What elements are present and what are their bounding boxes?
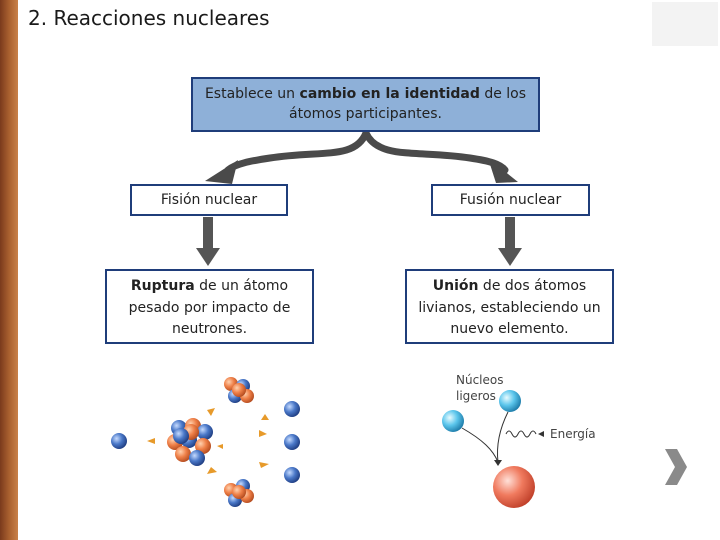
ruptura-line2: pesado por impacto de <box>128 299 291 316</box>
heavy-nucleus <box>167 418 213 466</box>
branch-left-arrowhead <box>205 160 238 184</box>
title-text: Reacciones nucleares <box>53 6 270 30</box>
next-slide-chevron-icon[interactable] <box>660 447 690 487</box>
fusion-path <box>461 427 499 463</box>
title-number: 2. <box>28 6 48 30</box>
fusion-illustration: Núcleos ligeros Energía <box>438 370 598 513</box>
ruptura-bold: Ruptura <box>130 278 195 294</box>
down-left-arrowhead <box>196 248 220 266</box>
definition-text-line2: átomos participantes. <box>289 106 442 122</box>
motion-arrows <box>147 408 269 474</box>
branch-right-arrowhead <box>488 158 518 183</box>
union-line3: nuevo elemento. <box>450 321 569 337</box>
definition-text-b: de los <box>479 86 527 102</box>
ruptura-box: Ruptura de un átomo pesado por impacto d… <box>105 269 314 344</box>
ruptura-line1: de un átomo <box>194 278 289 294</box>
definition-box: Establece un cambio en la identidad de l… <box>191 77 540 132</box>
fusion-label: Fusión nuclear <box>459 192 562 208</box>
light-nucleus <box>442 410 464 432</box>
union-line2: livianos, estableciendo un <box>418 299 601 316</box>
fusion-path <box>497 411 509 463</box>
union-line1: de dos átomos <box>478 278 587 294</box>
fission-fragment-top <box>224 377 254 403</box>
fision-label: Fisión nuclear <box>160 192 258 208</box>
nuclei-label: Núcleos <box>456 373 504 387</box>
definition-text-bold: cambio en la identidad <box>299 86 480 102</box>
branch-right-arrow <box>362 129 509 174</box>
light-nucleus <box>499 390 521 412</box>
fision-box: Fisión nuclear <box>130 184 288 216</box>
fission-fragment-bottom <box>224 479 254 507</box>
emitted-neutron <box>284 434 300 450</box>
down-right-shaft <box>505 217 515 250</box>
emitted-neutron <box>284 401 300 417</box>
emitted-neutron <box>284 467 300 483</box>
energy-wave <box>505 430 537 438</box>
union-box: Unión de dos átomos livianos, establecie… <box>405 269 614 344</box>
page-title: 2. Reacciones nucleares <box>28 6 270 30</box>
down-left-shaft <box>203 217 213 250</box>
energy-label: Energía <box>550 427 596 441</box>
fusion-box: Fusión nuclear <box>431 184 590 216</box>
left-accent-bar <box>0 0 18 540</box>
branch-left-arrow <box>224 129 370 174</box>
definition-text-a: Establece un <box>204 86 300 102</box>
fission-illustration <box>107 372 302 514</box>
incoming-neutron <box>111 433 127 449</box>
nuclei-label-2: ligeros <box>456 389 496 403</box>
down-right-arrowhead <box>498 248 522 266</box>
corner-panel <box>652 2 718 46</box>
fused-nucleus <box>493 466 535 508</box>
union-bold: Unión <box>432 278 479 294</box>
ruptura-line3: neutrones. <box>171 321 248 337</box>
